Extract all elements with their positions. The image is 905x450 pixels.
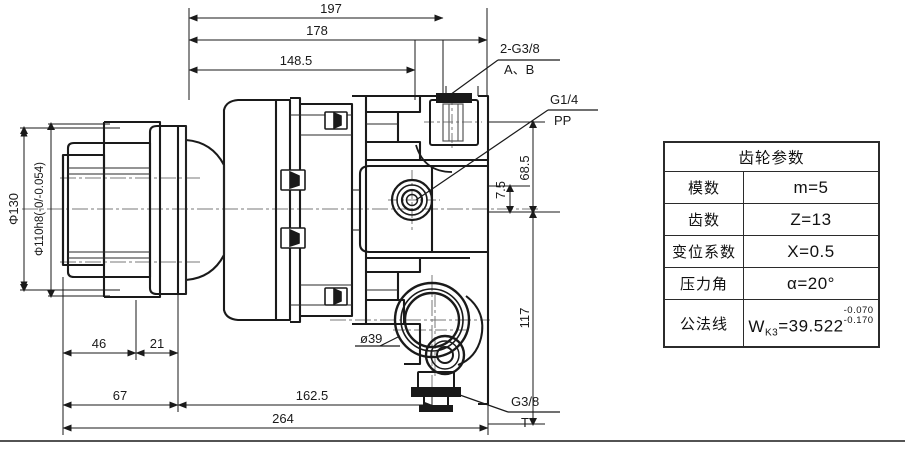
dim-117-label: 117 [517, 308, 532, 329]
dim-162-5-label: 162.5 [296, 388, 329, 403]
dim-7-5-label: 7.5 [493, 181, 508, 199]
dim-178-label: 178 [306, 23, 328, 38]
dim-148-5-label: 148.5 [280, 53, 313, 68]
internal-detail-lines [68, 86, 479, 306]
span-subscript: K3 [764, 327, 779, 339]
row-label-span-measurement: 公法线 [663, 299, 744, 348]
callout-leaders [355, 59, 598, 413]
callout-pp-bottom: PP [554, 113, 571, 128]
table-row: 压力角 α=20° [663, 267, 880, 301]
row-label-module: 模数 [663, 170, 744, 205]
table-header-row: 齿轮参数 [663, 141, 880, 172]
row-value-pressure-angle: α=20° [743, 267, 880, 301]
bottom-dimension-lines [62, 277, 489, 435]
row-value-module: m=5 [743, 170, 880, 205]
callout-g3-8-top: G3/8 [511, 394, 539, 409]
dim-197-label: 197 [320, 1, 342, 16]
dim-phi-110h8-label: Φ110h8(-0/-0.054) [34, 162, 46, 256]
dim-264-label: 264 [272, 411, 294, 426]
span-equals-value: =39.522 [778, 316, 844, 336]
top-dimension-lines [188, 8, 488, 100]
dim-68-5-label: 68.5 [517, 155, 532, 180]
table-row: 公法线 WK3=39.522 -0.070 -0.170 [663, 299, 880, 348]
right-dimension-lines [488, 120, 560, 426]
row-value-span-measurement: WK3=39.522 -0.070 -0.170 [743, 299, 880, 348]
span-tolerance: -0.070 -0.170 [844, 306, 874, 325]
bolt-heads [280, 111, 348, 306]
center-boss-circles [390, 178, 434, 222]
row-value-teeth-count: Z=13 [743, 203, 880, 237]
dim-21-label: 21 [150, 336, 164, 351]
tolerance-upper: -0.070 [843, 304, 874, 316]
dim-67-label: 67 [113, 388, 127, 403]
row-label-teeth-count: 齿数 [663, 203, 744, 237]
callout-ab-bottom: A、B [504, 62, 534, 77]
row-label-pressure-angle: 压力角 [663, 267, 744, 301]
bottom-bore-group [393, 281, 484, 376]
bottom-port-fitting [411, 371, 461, 412]
table-row: 变位系数 X=0.5 [663, 235, 880, 269]
left-dimension-lines [20, 122, 120, 298]
callout-g1-4-top: G1/4 [550, 92, 578, 107]
row-label-profile-shift: 变位系数 [663, 235, 744, 269]
callout-2-g3-8-top: 2-G3/8 [500, 41, 540, 56]
tolerance-lower: -0.170 [843, 314, 874, 326]
dim-46-label: 46 [92, 336, 106, 351]
pump-body-outline [61, 94, 490, 406]
table-row: 模数 m=5 [663, 170, 880, 205]
callout-phi-39: ø39 [360, 331, 382, 346]
table-row: 齿数 Z=13 [663, 203, 880, 237]
dim-phi-130-label: Φ130 [6, 193, 21, 225]
gear-table-title: 齿轮参数 [663, 141, 880, 172]
span-symbol: W [748, 316, 765, 336]
callout-t-bottom: T [521, 415, 529, 430]
top-port-fitting [415, 93, 479, 173]
row-value-profile-shift: X=0.5 [743, 235, 880, 269]
gear-parameter-table: 齿轮参数 模数 m=5 齿数 Z=13 变位系数 X=0.5 压力角 α=20°… [663, 141, 880, 348]
